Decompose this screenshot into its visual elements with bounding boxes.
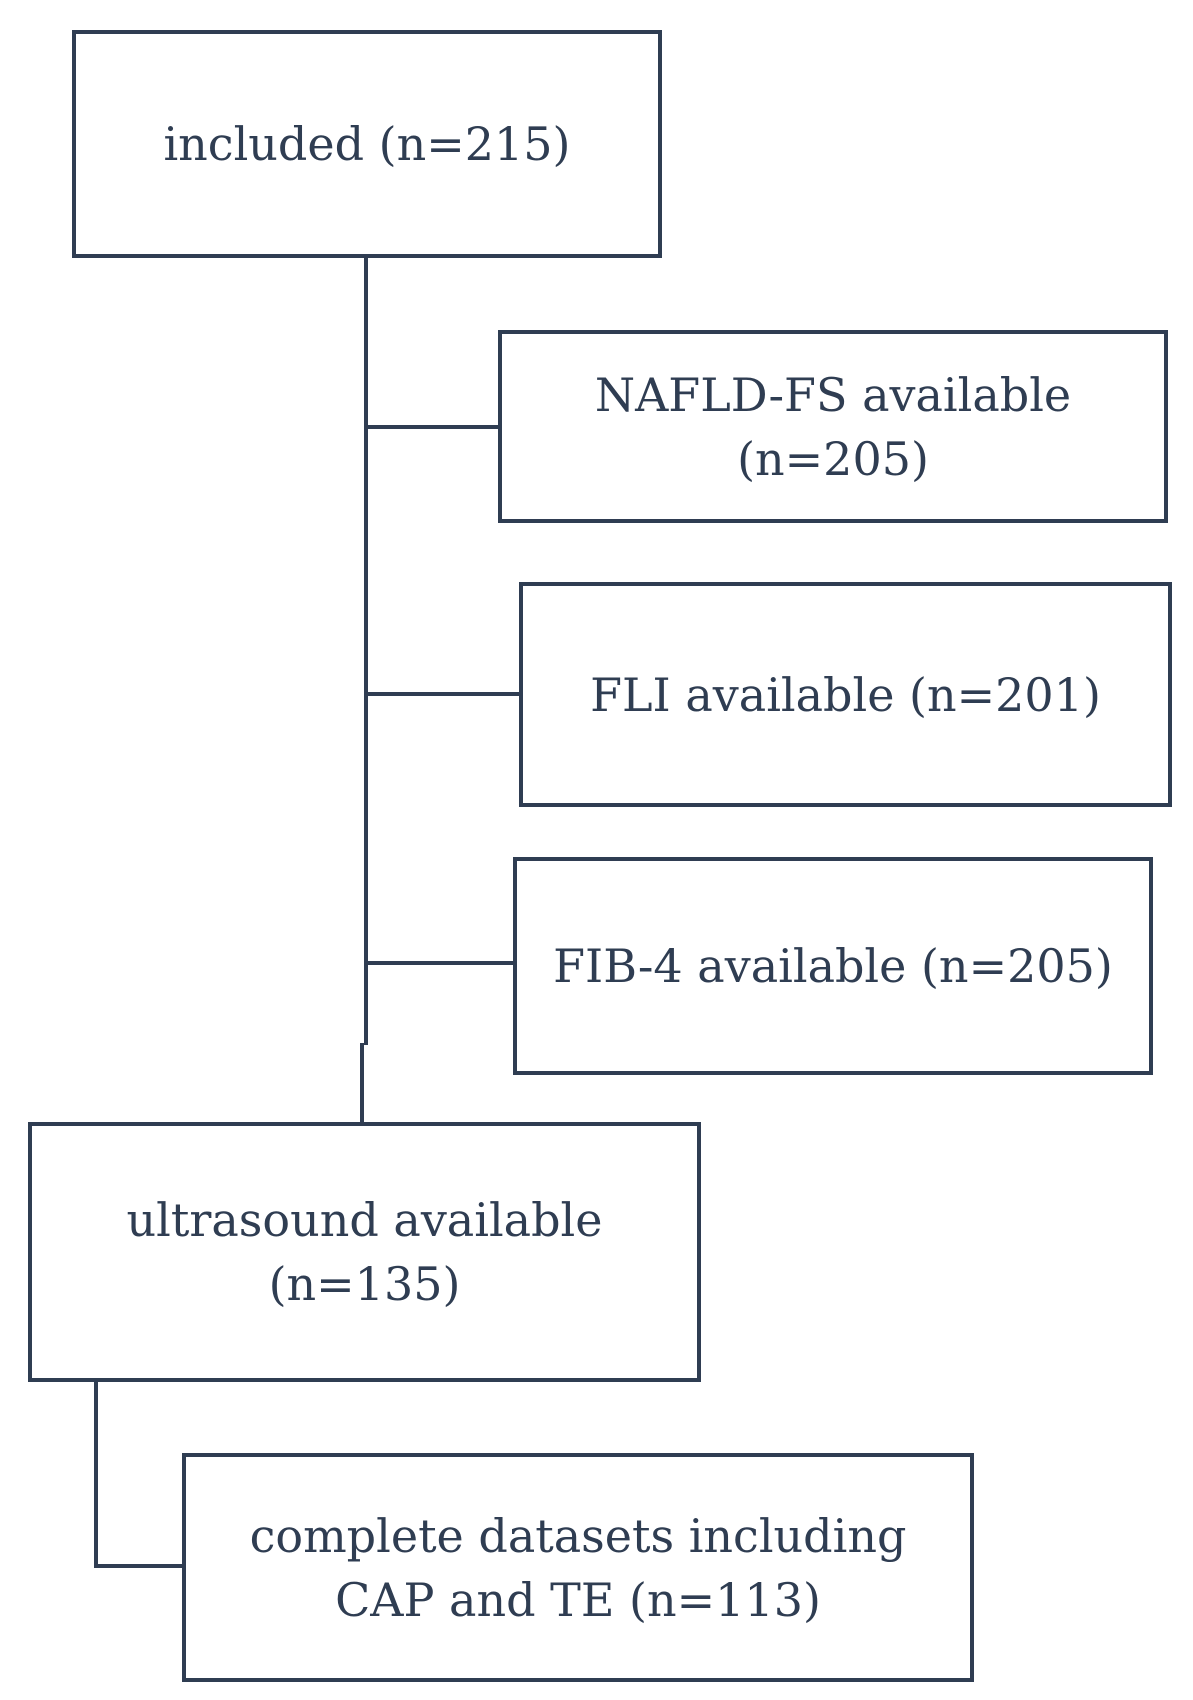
branch-connector-fib4 — [364, 961, 515, 965]
ultrasound-label-line-1: ultrasound available — [126, 1193, 603, 1247]
nafld-fs-label-line-2: (n=205) — [737, 431, 929, 486]
nafld-fs-label-line-1: NAFLD-FS available — [594, 367, 1072, 422]
vertical-connector-offset — [360, 1043, 364, 1124]
main-vertical-connector — [364, 258, 368, 1045]
included-label-line-1: included (n=215) — [163, 117, 571, 171]
ultrasound-label: ultrasound available (n=135) — [127, 1188, 603, 1316]
nafld-fs-box: NAFLD-FS available (n=205) — [498, 330, 1168, 523]
nafld-fs-label: NAFLD-FS available (n=205) — [595, 363, 1071, 491]
branch-connector-fli — [364, 692, 521, 696]
fli-label: FLI available (n=201) — [590, 663, 1101, 727]
ultrasound-down-connector — [94, 1380, 98, 1568]
included-label: included (n=215) — [163, 112, 570, 176]
branch-connector-nafld — [364, 425, 500, 429]
fli-label-line-1: FLI available (n=201) — [590, 667, 1101, 722]
ultrasound-box: ultrasound available (n=135) — [28, 1122, 701, 1382]
complete-datasets-box: complete datasets including CAP and TE (… — [182, 1453, 974, 1682]
included-box: included (n=215) — [72, 30, 662, 258]
fli-box: FLI available (n=201) — [519, 582, 1172, 807]
complete-datasets-label-line-1: complete datasets including — [249, 1508, 907, 1563]
complete-datasets-label-line-2: CAP and TE (n=113) — [335, 1572, 821, 1627]
fib4-box: FIB-4 available (n=205) — [513, 857, 1153, 1075]
fib4-label: FIB-4 available (n=205) — [553, 934, 1113, 998]
complete-datasets-label: complete datasets including CAP and TE (… — [250, 1504, 907, 1632]
ultrasound-label-line-2: (n=135) — [268, 1257, 461, 1311]
complete-branch-connector — [94, 1564, 184, 1568]
fib4-label-line-1: FIB-4 available (n=205) — [553, 939, 1113, 993]
